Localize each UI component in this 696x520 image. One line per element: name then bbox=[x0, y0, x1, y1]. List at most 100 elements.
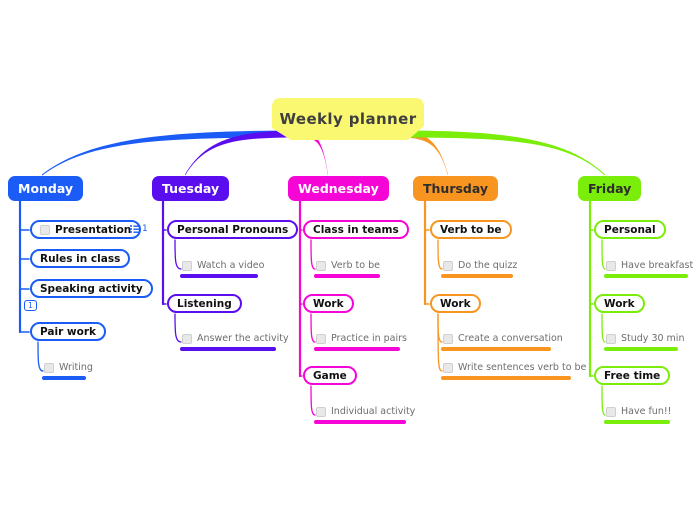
checkbox-icon[interactable] bbox=[606, 260, 616, 271]
topic-node-label: Verb to be bbox=[440, 223, 502, 236]
list-icon bbox=[130, 224, 141, 233]
leaf-connector bbox=[310, 239, 316, 270]
topic-node[interactable]: Personal bbox=[594, 220, 666, 239]
topic-node-label: Game bbox=[313, 369, 347, 382]
topic-node[interactable]: Work bbox=[430, 294, 481, 313]
leaf-underline bbox=[180, 347, 276, 351]
day-node-thursday[interactable]: Thursday bbox=[413, 176, 499, 201]
leaf-node[interactable]: Do the quizz bbox=[443, 260, 517, 274]
leaf-node[interactable]: Study 30 min bbox=[606, 333, 684, 347]
topic-node[interactable]: Verb to be bbox=[430, 220, 512, 239]
topic-node[interactable]: Rules in class bbox=[30, 249, 131, 268]
topic-node-label: Work bbox=[313, 297, 344, 310]
checkbox-icon[interactable] bbox=[44, 362, 54, 373]
checkbox-icon[interactable] bbox=[606, 333, 616, 344]
topic-node-label: Personal bbox=[604, 223, 656, 236]
leaf-underline bbox=[314, 420, 406, 424]
day-node-label: Friday bbox=[588, 181, 632, 196]
leaf-connector bbox=[601, 239, 606, 270]
leaf-underline bbox=[314, 274, 380, 278]
day-node-tuesday[interactable]: Tuesday bbox=[152, 176, 230, 201]
topic-node-label: Rules in class bbox=[40, 252, 121, 265]
leaf-node-label: Have breakfast bbox=[621, 260, 694, 271]
day-node-label: Wednesday bbox=[298, 181, 379, 196]
root-branch-connector bbox=[396, 130, 605, 176]
day-node-friday[interactable]: Friday bbox=[578, 176, 642, 201]
topic-node[interactable]: Class in teams bbox=[303, 220, 409, 239]
list-count-badge[interactable]: 1 bbox=[130, 224, 148, 234]
topic-node-label: Speaking activity bbox=[40, 282, 143, 295]
leaf-underline bbox=[441, 274, 513, 278]
leaf-node[interactable]: Practice in pairs bbox=[316, 333, 407, 347]
leaf-connector bbox=[310, 385, 316, 416]
leaf-underline bbox=[314, 347, 400, 351]
leaf-connector bbox=[174, 313, 182, 343]
leaf-connector bbox=[310, 313, 316, 343]
day-node-wednesday[interactable]: Wednesday bbox=[288, 176, 389, 201]
leaf-node[interactable]: Answer the activity bbox=[182, 333, 289, 347]
topic-node[interactable]: Speaking activity bbox=[30, 279, 153, 298]
leaf-node[interactable]: Have breakfast bbox=[606, 260, 693, 274]
leaf-connector bbox=[437, 313, 443, 372]
leaf-node[interactable]: Writing bbox=[44, 362, 94, 376]
leaf-underline bbox=[604, 274, 688, 278]
checkbox-icon[interactable] bbox=[443, 260, 453, 271]
checkbox-icon[interactable] bbox=[316, 333, 326, 344]
leaf-node[interactable]: Verb to be bbox=[316, 260, 380, 274]
checkbox-icon[interactable] bbox=[40, 224, 50, 235]
leaf-node-label: Do the quizz bbox=[458, 260, 518, 271]
checkbox-icon[interactable] bbox=[443, 333, 453, 344]
leaf-node-label: Watch a video bbox=[197, 260, 265, 271]
topic-node-label: Work bbox=[440, 297, 471, 310]
leaf-underline bbox=[604, 347, 678, 351]
topic-node[interactable]: Personal Pronouns bbox=[167, 220, 299, 239]
leaf-node[interactable]: Individual activity bbox=[316, 406, 415, 420]
leaf-underline bbox=[180, 274, 258, 278]
list-count-value: 1 bbox=[142, 224, 148, 234]
leaf-node-label: Write sentences verb to be bbox=[458, 362, 587, 373]
root-node[interactable]: Weekly planner bbox=[272, 98, 424, 140]
topic-node[interactable]: Game bbox=[303, 366, 357, 385]
topic-node-label: Work bbox=[604, 297, 635, 310]
root-node-label: Weekly planner bbox=[279, 110, 417, 128]
checkbox-icon[interactable] bbox=[443, 362, 453, 373]
day-node-label: Monday bbox=[18, 181, 74, 196]
leaf-connector bbox=[601, 313, 606, 343]
leaf-connector bbox=[174, 239, 182, 270]
topic-node[interactable]: Work bbox=[594, 294, 645, 313]
checkbox-icon[interactable] bbox=[182, 260, 192, 271]
checkbox-icon[interactable] bbox=[182, 333, 192, 344]
checkbox-icon[interactable] bbox=[316, 406, 326, 417]
topic-node-label: Presentation bbox=[55, 223, 132, 236]
leaf-node-label: Create a conversation bbox=[458, 333, 563, 344]
day-node-label: Thursday bbox=[423, 181, 489, 196]
topic-node[interactable]: Pair work bbox=[30, 322, 107, 341]
topic-node-label: Class in teams bbox=[313, 223, 399, 236]
child-count-badge[interactable]: 1 bbox=[24, 300, 37, 311]
leaf-node[interactable]: Create a conversation bbox=[443, 333, 563, 347]
checkbox-icon[interactable] bbox=[316, 260, 326, 271]
leaf-node[interactable]: Write sentences verb to be bbox=[443, 362, 586, 376]
leaf-node-label: Verb to be bbox=[331, 260, 380, 271]
leaf-underline bbox=[604, 420, 670, 424]
day-node-label: Tuesday bbox=[162, 181, 220, 196]
topic-node[interactable]: Work bbox=[303, 294, 354, 313]
topic-node-label: Pair work bbox=[40, 325, 97, 338]
leaf-connector bbox=[437, 239, 443, 270]
topic-node[interactable]: Listening bbox=[167, 294, 242, 313]
day-node-monday[interactable]: Monday bbox=[8, 176, 84, 201]
topic-node[interactable]: Presentation bbox=[30, 220, 142, 239]
topic-node[interactable]: Free time bbox=[594, 366, 671, 385]
leaf-node-label: Writing bbox=[59, 362, 93, 373]
leaf-node-label: Individual activity bbox=[331, 406, 416, 417]
leaf-node-label: Study 30 min bbox=[621, 333, 685, 344]
leaf-node[interactable]: Watch a video bbox=[182, 260, 264, 274]
checkbox-icon[interactable] bbox=[606, 406, 616, 417]
topic-node-label: Personal Pronouns bbox=[177, 223, 289, 236]
leaf-node[interactable]: Have fun!! bbox=[606, 406, 671, 420]
leaf-node-label: Have fun!! bbox=[621, 406, 672, 417]
topic-node-label: Listening bbox=[177, 297, 232, 310]
leaf-connector bbox=[437, 313, 443, 343]
leaf-node-label: Answer the activity bbox=[197, 333, 289, 344]
root-branch-connector bbox=[42, 130, 300, 176]
